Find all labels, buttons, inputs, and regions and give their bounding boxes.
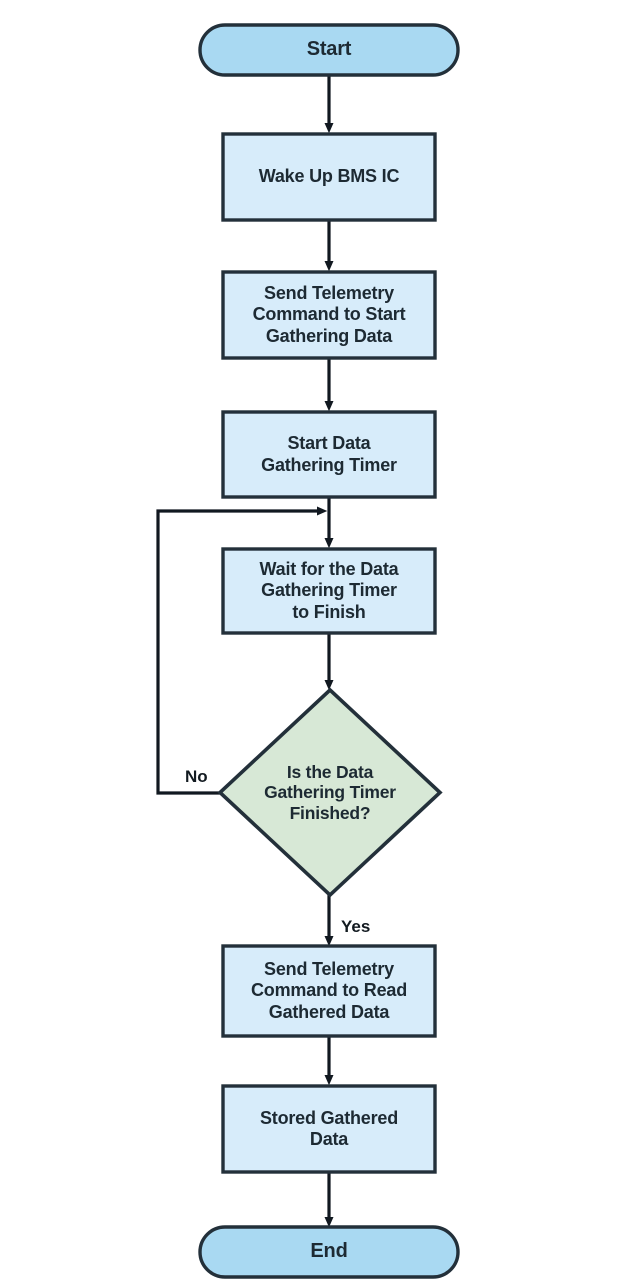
node-wake-up-bms-ic-shape[interactable] bbox=[221, 132, 437, 222]
node-send-telemetry-start-shape[interactable] bbox=[221, 270, 437, 360]
node-start-shape[interactable] bbox=[198, 23, 460, 77]
edge-label-no: No bbox=[185, 767, 208, 786]
node-wait-for-timer-shape[interactable] bbox=[221, 547, 437, 635]
connector-no-feedback-loop bbox=[156, 506, 328, 795]
node-end-shape[interactable] bbox=[198, 1225, 460, 1279]
connector-group bbox=[156, 75, 334, 1228]
edge-label-yes: Yes bbox=[341, 917, 371, 936]
node-stored-gathered-data-shape[interactable] bbox=[221, 1084, 437, 1174]
node-start-data-gathering-timer-shape[interactable] bbox=[221, 410, 437, 499]
node-timer-finished-decision-shape[interactable] bbox=[217, 687, 443, 898]
node-send-telemetry-read-shape[interactable] bbox=[221, 944, 437, 1038]
